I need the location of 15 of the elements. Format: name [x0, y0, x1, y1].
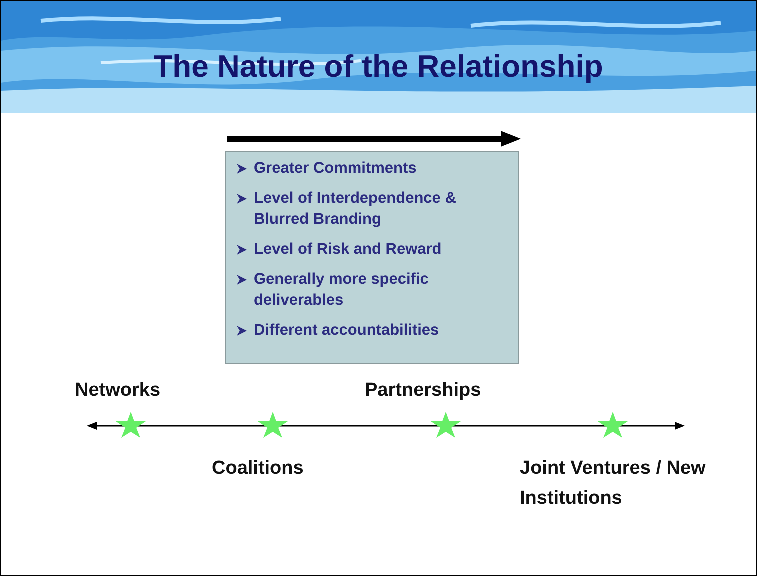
bullet-text: Level of Interdependence & Blurred Branding [254, 189, 458, 230]
star-icon [257, 411, 289, 439]
bullet-text: Greater Commitments [254, 159, 417, 179]
star-icon [430, 411, 462, 439]
bullet-text: Level of Risk and Reward [254, 240, 442, 260]
stage-label: Joint Ventures / New Institutions [520, 457, 707, 511]
bullet-text: Generally more specific deliverables [254, 270, 430, 311]
stage-label: Networks [75, 379, 162, 403]
stage-label: Coalitions [212, 457, 305, 481]
bullet-text: Different accountabilities [254, 321, 440, 341]
slide-title: The Nature of the Relationship [152, 49, 604, 85]
star-icon [115, 411, 147, 439]
text-box [225, 151, 519, 364]
star-icon [597, 411, 629, 439]
stage-label: Partnerships [365, 379, 482, 403]
